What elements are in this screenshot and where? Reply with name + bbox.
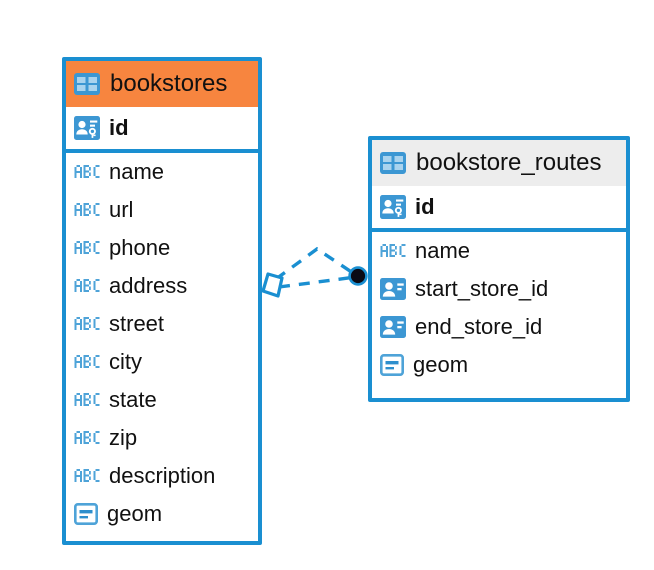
entity-bookstores-fields: id nam [66, 107, 258, 533]
abc-text-icon [74, 240, 100, 256]
foreign-key-icon [380, 278, 406, 300]
field-row[interactable]: zip [66, 419, 258, 457]
field-label: name [415, 238, 471, 263]
table-icon [74, 73, 100, 95]
primary-key-icon [380, 195, 406, 219]
field-row[interactable]: name [66, 153, 258, 191]
field-label: id [415, 194, 435, 219]
field-row[interactable]: street [66, 305, 258, 343]
field-label: geom [413, 352, 469, 377]
field-label: url [109, 197, 134, 222]
relationship-target-circle [348, 266, 368, 286]
field-label: phone [109, 235, 171, 260]
field-label: description [109, 463, 216, 488]
field-row[interactable]: id [372, 186, 626, 232]
field-row[interactable]: url [66, 191, 258, 229]
table-icon [380, 152, 406, 174]
entity-bookstore-routes-fields: id nam [372, 186, 626, 384]
field-label: city [109, 349, 142, 374]
relationship-line-lower [278, 275, 357, 289]
entity-bookstores-header[interactable]: bookstores [66, 61, 258, 107]
field-label: zip [109, 425, 138, 450]
abc-text-icon [74, 202, 100, 218]
field-label: geom [107, 501, 163, 526]
entity-bookstore-routes-header[interactable]: bookstore_routes [372, 140, 626, 186]
abc-text-icon [74, 468, 100, 484]
field-label: id [109, 115, 129, 140]
primary-key-icon [74, 116, 100, 140]
entity-bookstores-title: bookstores [110, 70, 228, 97]
geometry-icon [73, 502, 98, 525]
entity-bookstores[interactable]: bookstores id [62, 57, 262, 545]
entity-bookstore-routes-title: bookstore_routes [416, 149, 602, 176]
field-row[interactable]: description [66, 457, 258, 495]
field-row[interactable]: state [66, 381, 258, 419]
field-label: street [109, 311, 165, 336]
abc-text-icon [74, 316, 100, 332]
abc-text-icon [380, 243, 406, 259]
abc-text-icon [74, 164, 100, 180]
field-row[interactable]: name [372, 232, 626, 270]
field-label: address [109, 273, 188, 298]
relationship-line-upper [274, 246, 357, 281]
field-row[interactable]: end_store_id [372, 308, 626, 346]
foreign-key-icon [380, 316, 406, 338]
field-row[interactable]: geom [66, 495, 258, 533]
field-row[interactable]: city [66, 343, 258, 381]
field-row[interactable]: start_store_id [372, 270, 626, 308]
field-row[interactable]: id [66, 107, 258, 153]
field-label: state [109, 387, 157, 412]
field-label: start_store_id [415, 276, 549, 301]
field-row[interactable]: phone [66, 229, 258, 267]
abc-text-icon [74, 278, 100, 294]
relationship-source-diamond [261, 272, 284, 298]
field-label: name [109, 159, 165, 184]
geometry-icon [379, 353, 404, 376]
field-label: end_store_id [415, 314, 543, 339]
field-row[interactable]: geom [372, 346, 626, 384]
abc-text-icon [74, 430, 100, 446]
field-row[interactable]: address [66, 267, 258, 305]
entity-bookstore-routes[interactable]: bookstore_routes id [368, 136, 630, 402]
abc-text-icon [74, 354, 100, 370]
abc-text-icon [74, 392, 100, 408]
